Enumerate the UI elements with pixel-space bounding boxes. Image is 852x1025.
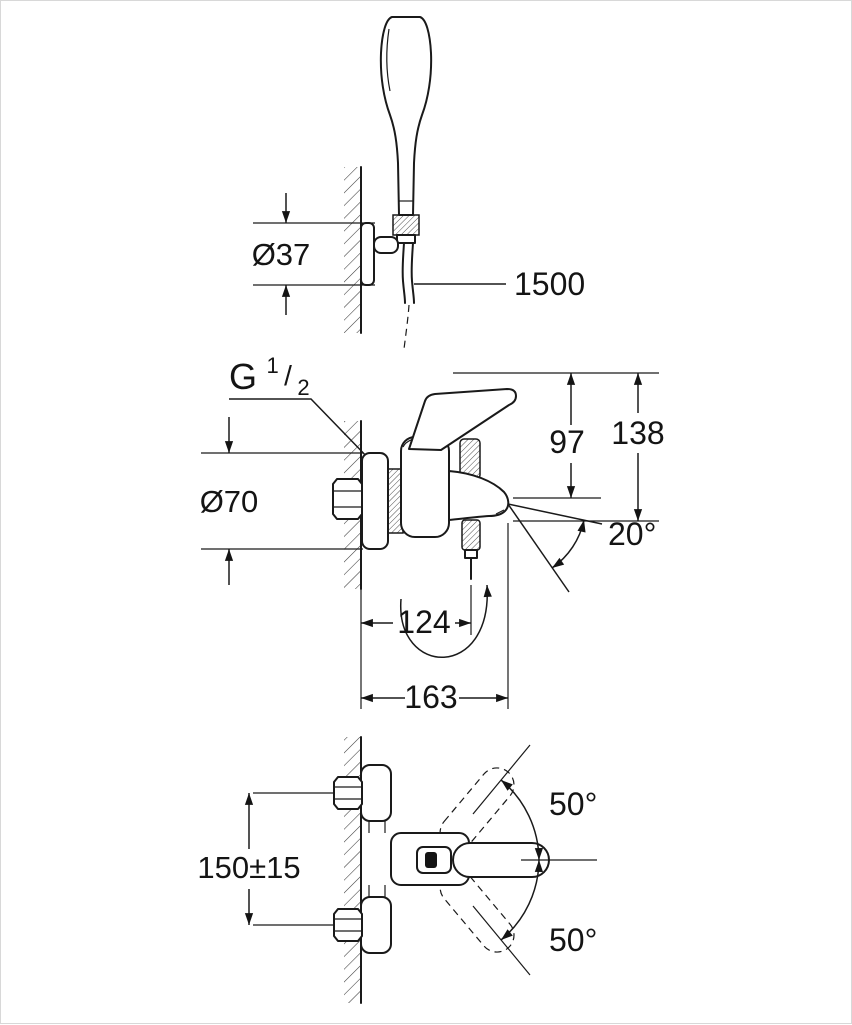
hose-length-label: 1500 [514,266,585,302]
thread-leader-line [229,398,374,464]
dim-hole-spacing: 150±15 [197,792,334,926]
shower-head-outline [379,16,433,216]
dim-thread-size: G 1 / 2 [229,353,374,464]
dim-swivel-lower: 50° [472,859,597,976]
spout-angle-label: 20° [608,516,656,552]
wall-top [344,166,362,334]
hose-nut [396,234,416,244]
spout-height-label: 97 [549,424,585,460]
lever-handle [408,388,517,451]
dim-spout-angle: 20° [507,503,656,593]
supply-nut-lower [333,908,363,942]
cartridge-dot [425,852,437,868]
dim-overall-projection: 163 [361,523,509,715]
spout-projection-label: 124 [397,604,450,640]
mixer-plan-view [333,764,550,954]
hand-shower [379,16,433,244]
hose-continuation-dashed [403,304,410,350]
hose-left-edge [401,242,406,304]
dim-swivel-upper: 50° [472,744,597,861]
thread-size-label: G 1 / 2 [229,353,310,400]
thread-g: G [229,356,257,397]
mixer-front-view [332,388,517,580]
thread-slash: / [284,360,292,391]
shower-holder [360,222,399,286]
escutcheon-diameter-label: Ø70 [200,484,259,519]
holder-escutcheon [360,222,375,286]
holder-diameter-label: Ø37 [252,237,311,272]
angle-reference-line [507,503,603,525]
shower-outlet-knurl [461,519,481,551]
angle-line [507,503,570,593]
wall-escutcheon [361,452,389,550]
angle-arc [551,519,586,569]
hole-spacing-label: 150±15 [197,850,300,885]
thread-numerator: 1 [266,353,278,378]
holder-arm [373,236,399,254]
leader-hose-length: 1500 [414,266,585,302]
angle-arc [500,779,544,861]
wall-middle [344,420,362,709]
wall-hatch [344,167,361,333]
aerator-line [495,509,505,515]
shower-head-detail-line [386,28,391,92]
swivel-upper-label: 50° [549,786,597,822]
shower-connector-knurl [392,214,420,236]
dim-spout-projection: 124 [361,585,472,640]
swivel-lower-label: 50° [549,922,597,958]
supply-escutcheon-upper [360,764,392,822]
supply-escutcheon-lower [360,896,392,954]
outlet-collar [464,549,478,559]
angle-arc [500,859,544,941]
overall-projection-label: 163 [404,679,457,715]
hose-right-edge [410,242,415,304]
dim-holder-diameter: Ø37 [252,193,375,315]
dim-spout-height: 97 [453,372,659,499]
dim-overall-height: 138 [513,373,665,522]
hose-loop-curve [400,584,492,658]
spout [448,470,510,521]
mixer-body [400,436,450,538]
overall-height-label: 138 [611,415,664,451]
thread-denominator: 2 [297,375,309,400]
union-nut [332,478,363,520]
supply-nut-upper [333,776,363,810]
dim-escutcheon-diameter: Ø70 [200,417,363,585]
shower-hose [401,242,415,350]
